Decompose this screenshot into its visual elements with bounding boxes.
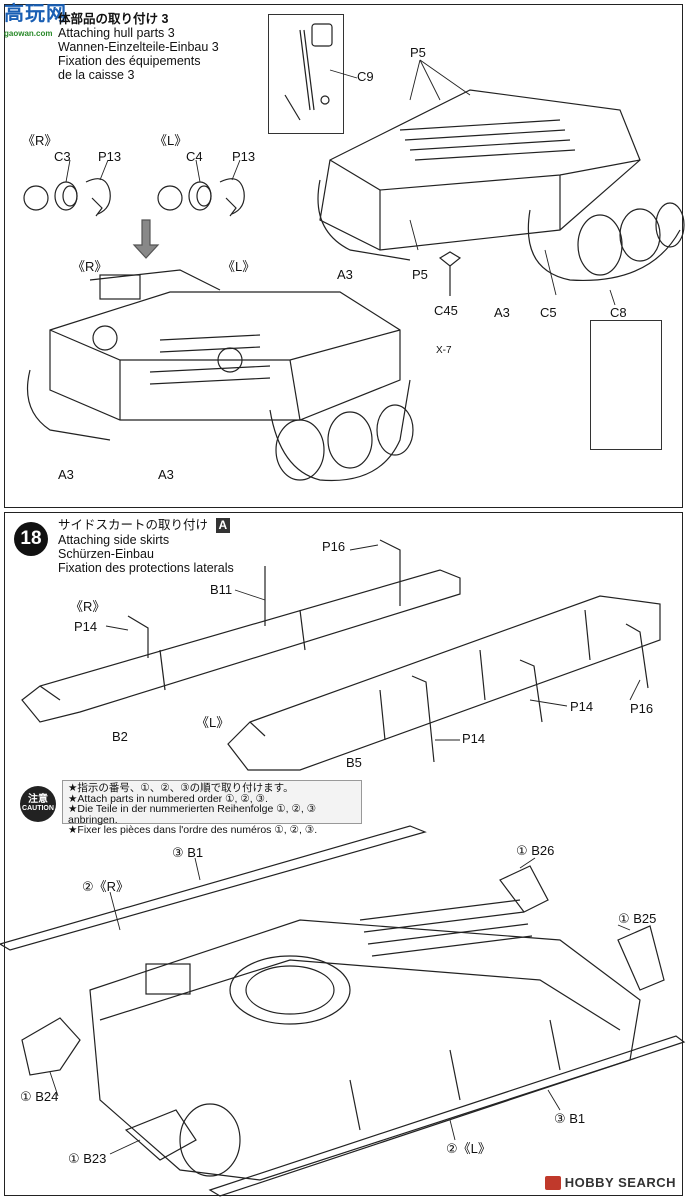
label-c5: C5 [540,305,557,320]
watermark: HOBBY SEARCH [544,1175,676,1190]
hull-top-art [317,89,685,296]
label-b11: B11 [210,582,233,597]
label-c45: C45 [434,303,458,318]
step-17-title-de: Wannen-Einzelteile-Einbau 3 [58,40,219,54]
caution-line-en: ★Attach parts in numbered order ①, ②, ③. [68,792,268,805]
step-17-title-fr1: Fixation des équipements [58,54,201,68]
label-c8: C8 [610,305,627,320]
label-b24: ① B24 [20,1089,59,1104]
label-c3: C3 [54,149,71,164]
label-c4: C4 [186,149,203,164]
step-18-left-side-label: 《L》 [196,715,230,730]
label-p13-left: P13 [232,149,256,164]
step-18-title-de: Schürzen-Einbau [58,547,154,561]
label-a3-lower-left: A3 [58,467,74,482]
caution-badge: 注意 CAUTION [20,786,56,822]
label-p14-mid: P14 [462,731,486,746]
label-l-side-order: ②《L》 [446,1141,491,1156]
step-18-number: 18 [14,522,48,556]
caution-line-fr: ★Fixer les pièces dans l'ordre des numér… [68,824,318,836]
label-b5: B5 [346,755,362,770]
step-17-right-side-label-hull: 《R》 [72,259,108,274]
label-b25: ① B25 [618,911,657,926]
label-p5-top: P5 [410,45,426,60]
caution-badge-en: CAUTION [22,805,54,812]
caution-line-de: ★Die Teile in der nummerierten Reihenfol… [68,803,317,826]
label-b2: B2 [112,729,128,744]
step-17-title-jp: 体部品の取り付け 3 [58,12,169,26]
label-b1-bottom: ③ B1 [554,1111,586,1126]
rear-hull-art [26,269,414,482]
step-17-title-en: Attaching hull parts 3 [58,26,175,40]
site-logo-name: 高玩网 [4,3,67,25]
site-logo: 高玩网 gaowan.com [4,4,67,44]
step-18-right-side-label: 《R》 [70,599,106,614]
label-p5-bottom: P5 [412,267,428,282]
label-p14-left: P14 [74,619,98,634]
caution-badge-jp: 注意 [28,794,48,805]
label-p16-right: P16 [630,701,654,716]
step-18-title-en: Attaching side skirts [58,533,170,547]
c9-inset-art [284,23,333,121]
step-17-right-side-label: 《R》 [22,133,58,148]
step-17-title-fr2: de la caisse 3 [58,68,135,82]
label-p13-right: P13 [98,149,122,164]
label-a3-upper: A3 [337,267,353,282]
label-r-side-order: ②《R》 [82,879,130,894]
label-b1-top: ③ B1 [172,845,204,860]
caution-notes: ★指示の番号、①、②、③の順で取り付けます。 ★Attach parts in … [62,780,362,835]
c8-detail-inset [590,320,662,450]
skirt-b2-art [21,539,461,723]
step-18-title: サイドスカートの取り付け A Attaching side skirts Sch… [58,518,234,575]
site-logo-domain: gaowan.com [4,29,53,38]
step-18-title-fr: Fixation des protections laterals [58,561,234,575]
c3-part [23,178,111,217]
step-17-left-side-label-top: 《L》 [154,133,188,148]
hull-underside-art [0,825,686,1197]
label-b23: ① B23 [68,1151,107,1166]
caution-line-jp: ★指示の番号、①、②、③の順で取り付けます。 [68,782,294,794]
skirt-b5-art [227,595,661,771]
label-a3-lower-mid: A3 [158,467,174,482]
step-18-title-jp-row: サイドスカートの取り付け A [58,518,234,533]
label-x7: X-7 [436,345,452,356]
step-18-panel [4,512,683,1196]
watermark-text: HOBBY SEARCH [564,1175,676,1190]
paint-badge-a: A [215,518,231,533]
label-b26: ① B26 [516,843,555,858]
step-18-title-jp: サイドスカートの取り付け [58,518,209,532]
watermark-logo-icon [544,1175,561,1190]
step-17-title: 体部品の取り付け 3 Attaching hull parts 3 Wannen… [58,12,219,82]
label-p14-right: P14 [570,699,594,714]
label-a3-right: A3 [494,305,510,320]
step-17-left-side-label-hull: 《L》 [222,259,256,274]
label-c9: C9 [357,69,374,84]
label-p16-top: P16 [322,539,346,554]
